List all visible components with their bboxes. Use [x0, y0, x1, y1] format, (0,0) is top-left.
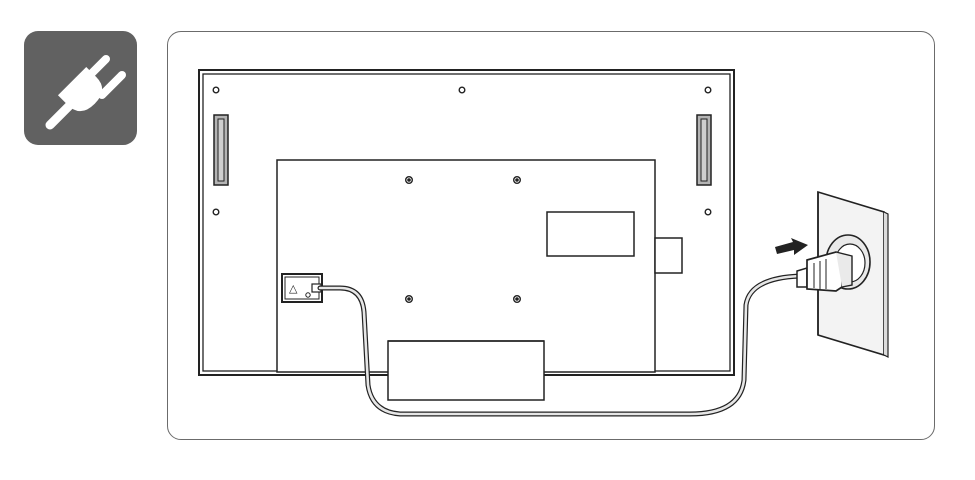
- vesa-mount-holes: [405, 175, 522, 304]
- side-bump: [654, 237, 683, 274]
- stand-base: [387, 340, 545, 401]
- power-input-port: △: [281, 273, 323, 303]
- arrow-right-icon: [775, 238, 808, 255]
- right-handle: [696, 114, 712, 186]
- power-plug: [796, 251, 853, 292]
- rear-housing: [276, 159, 656, 373]
- power-plug-icon: [24, 31, 137, 145]
- rear-label-panel: [546, 211, 635, 257]
- screw-holes: [212, 86, 712, 216]
- power-cable: [318, 274, 802, 416]
- warning-symbol: △: [289, 282, 298, 295]
- left-handle: [213, 114, 229, 186]
